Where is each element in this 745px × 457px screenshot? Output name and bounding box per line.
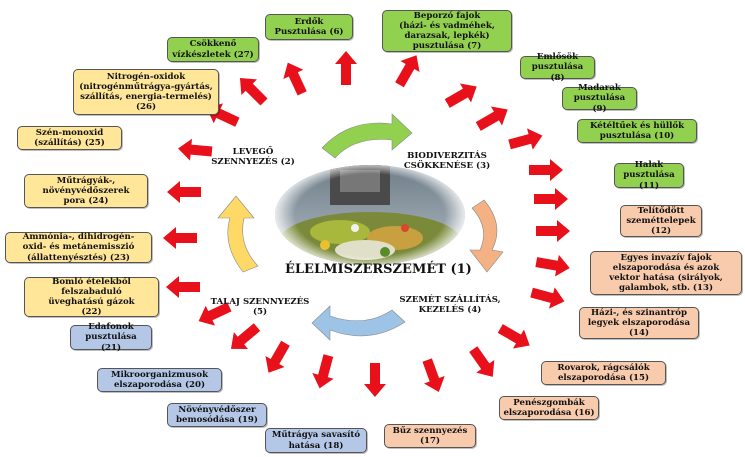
red-arrow-18	[265, 340, 290, 373]
red-arrow-22	[163, 227, 197, 249]
impact-box-7: Beporzó fajok (házi- és vadméhek, darazs…	[382, 10, 512, 52]
red-arrow-6	[475, 106, 508, 131]
impact-box-20: Mikroorganizmusok elszaporodása (20)	[97, 368, 222, 392]
impact-box-13: Egyes invazív fajok elszaporodása és azo…	[590, 251, 742, 295]
red-arrow-24	[178, 138, 213, 161]
impact-box-10: Kétéltűek és hüllők pusztulása (10)	[577, 119, 697, 143]
red-arrow-2	[283, 62, 307, 96]
curved-arrow-biodiversity	[321, 113, 413, 159]
curved-arrow-soil	[311, 305, 406, 341]
red-arrow-15	[422, 358, 445, 392]
red-arrow-7	[508, 128, 543, 150]
category-waste-transport: SZEMÉT SZÁLLÍTÁS, KEZELÉS (4)	[399, 295, 501, 316]
red-arrow-11	[535, 254, 570, 277]
red-arrow-13	[497, 324, 530, 349]
impact-box-11: Halak pusztulása (11)	[614, 160, 684, 191]
red-arrow-4	[395, 55, 420, 88]
impact-box-17: Bűz szennyezés (17)	[384, 424, 476, 448]
red-arrow-12	[530, 287, 565, 309]
red-arrow-19	[230, 323, 261, 349]
red-arrow-8	[529, 159, 563, 181]
red-arrow-16	[364, 363, 386, 397]
curved-arrow-waste-transport	[469, 199, 504, 273]
impact-box-14: Házi-, és szinantróp legyek elszaporodás…	[579, 307, 699, 339]
red-arrow-17	[312, 354, 334, 389]
curved-arrow-air	[217, 195, 259, 273]
impact-box-8: Emlősök pusztulása (8)	[520, 52, 595, 83]
impact-box-27: Csökkenő vízkészletek (27)	[167, 37, 259, 62]
category-soil-pollution: TALAJ SZENNYEZÉS (5)	[210, 297, 310, 318]
red-arrow-1	[239, 77, 268, 106]
red-arrow-21	[166, 276, 200, 298]
red-arrow-10	[536, 220, 570, 242]
impact-box-9: Madarak pusztulása (9)	[562, 83, 637, 114]
red-arrow-3	[335, 51, 357, 85]
red-arrow-23	[167, 181, 201, 203]
red-arrow-5	[444, 83, 477, 108]
impact-box-22: Bomló ételekből felszabaduló üveghatású …	[24, 277, 159, 317]
impact-box-24: Műtrágyák-, növényvédőszerek pora (24)	[24, 174, 148, 208]
category-biodiversity-loss: BIODIVERZITÁS CSÖKKENÉSE (3)	[403, 151, 491, 172]
category-air-pollution: LEVEGŐ SZENNYEZÉS (2)	[211, 147, 295, 168]
impact-box-19: Növényvédőszer bemosódása (19)	[167, 403, 267, 427]
red-arrow-14	[469, 346, 495, 377]
impact-box-15: Rovarok, rágcsálók elszaporodása (15)	[541, 361, 666, 385]
impact-box-6: Erdők Pusztulása (6)	[265, 14, 353, 40]
impact-box-21: Edafonok pusztulása (21)	[70, 322, 152, 353]
red-arrow-20	[198, 302, 232, 326]
impact-box-18: Műtrágya savasító hatása (18)	[265, 428, 367, 453]
red-arrow-9	[534, 188, 568, 210]
food-waste-photo	[275, 165, 465, 265]
impact-box-16: Penészgombák elszaporodása (16)	[499, 396, 599, 420]
impact-box-25: Szén-monoxid (szállítás) (25)	[17, 126, 122, 150]
impact-box-12: Telítődött szeméttelepek (12)	[620, 205, 702, 237]
impact-box-23: Ammónia-, dihidrogén- oxid- és metánemis…	[5, 232, 152, 263]
diagram-title: ÉLELMISZERSZEMÉT (1)	[285, 262, 472, 277]
impact-box-26: Nitrogén-oxidok (nitrogénműtrágya-gyártá…	[73, 69, 219, 115]
